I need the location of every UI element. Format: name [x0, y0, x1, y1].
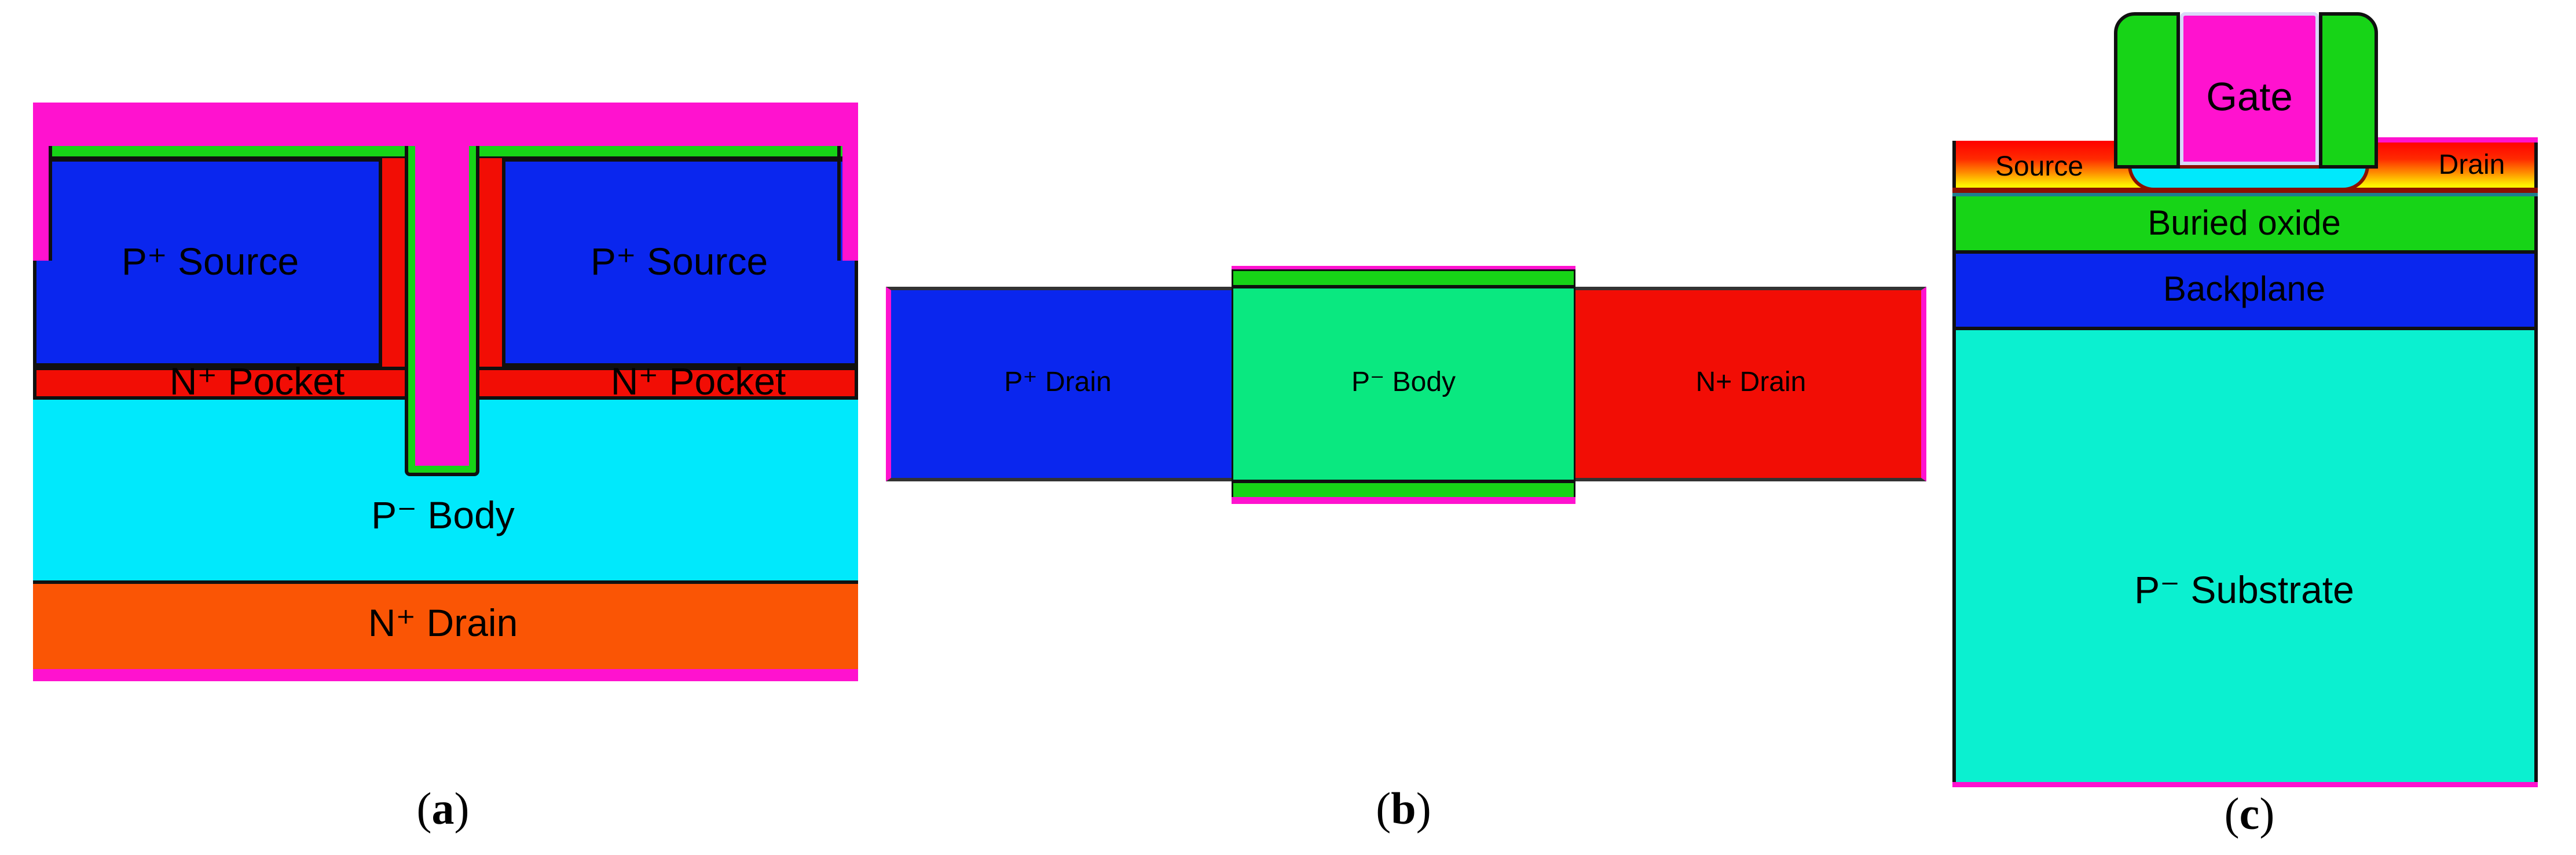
p-source-right-label: P⁺ Source [590, 240, 768, 283]
p-drain-region [886, 287, 1232, 481]
caption-a-letter: a [431, 784, 455, 834]
n-drain-region [33, 580, 858, 669]
n-pocket-vertical-left [382, 158, 405, 400]
caption-c-close: ) [2259, 789, 2275, 839]
trench-gate-metal [415, 103, 469, 466]
caption-c: (c) [2225, 789, 2275, 841]
gate-spacer-left [2114, 12, 2180, 169]
drain-contact-bottom-line [33, 669, 858, 681]
buried-oxide-layer [1952, 196, 2538, 254]
backplane-label: Backplane [2163, 271, 2326, 309]
panel-a-trench-tfet: P⁺ Source P⁺ Source N⁺ Pocket N⁺ Pocket … [33, 103, 858, 681]
n-drain-label-b: N+ Drain [1695, 368, 1807, 398]
n-pocket-left-label: N⁺ Pocket [169, 360, 345, 403]
buried-oxide-label: Buried oxide [2148, 205, 2341, 243]
p-source-region-right [502, 158, 858, 367]
diffusion-bottom-line [1952, 188, 2538, 193]
n-pocket-right-label: N⁺ Pocket [610, 360, 786, 403]
panel-b-lateral-device: P⁺ Drain P⁻ Body N+ Drain [886, 266, 1928, 504]
caption-b-letter: b [1391, 784, 1416, 834]
p-source-region-left [33, 158, 382, 367]
gate-label: Gate [2206, 74, 2293, 119]
caption-a-close: ) [454, 784, 470, 834]
n-pocket-band-left [33, 367, 405, 400]
panel-c-soi-device: Gate Source Drain Buried oxide Backplane… [1952, 0, 2538, 787]
caption-b: (b) [1376, 784, 1431, 836]
source-label: Source [1995, 153, 2084, 182]
p-body-label-b: P⁻ Body [1351, 368, 1456, 398]
side-contact-inner-line-left [49, 146, 52, 261]
substrate-bottom-contact-line [1952, 782, 2538, 787]
backplane-layer [1952, 254, 2538, 327]
p-drain-label: P⁺ Drain [1004, 368, 1112, 398]
bottom-gate-stack [1232, 481, 1575, 499]
n-pocket-vertical-right [479, 158, 502, 400]
drain-top-contact-line [2378, 137, 2538, 142]
n-pocket-band-right [479, 367, 858, 400]
n-drain-label: N⁺ Drain [368, 601, 518, 645]
side-contact-strip-right [842, 146, 858, 261]
p-body-label: P⁻ Body [371, 494, 515, 537]
p-substrate-region [1952, 327, 2538, 784]
p-body-channel-region [1232, 287, 1575, 481]
caption-a: (a) [416, 784, 469, 836]
side-contact-strip-left [33, 146, 49, 261]
caption-b-open: ( [1376, 784, 1391, 834]
gate-electrode [2180, 12, 2319, 165]
caption-c-open: ( [2224, 789, 2240, 839]
caption-a-open: ( [416, 784, 432, 834]
silicon-film-line [1952, 193, 2538, 196]
gate-contact-bottom-line [1232, 497, 1575, 504]
side-contact-inner-line-right [837, 146, 841, 261]
top-gate-stack [1232, 269, 1575, 287]
caption-c-letter: c [2239, 789, 2260, 839]
n-drain-region-b [1575, 287, 1926, 481]
gate-spacer-right [2319, 12, 2378, 169]
p-source-left-label: P⁺ Source [121, 240, 299, 283]
caption-b-close: ) [1416, 784, 1431, 834]
p-substrate-label: P⁻ Substrate [2134, 568, 2354, 612]
drain-label: Drain [2438, 151, 2505, 181]
